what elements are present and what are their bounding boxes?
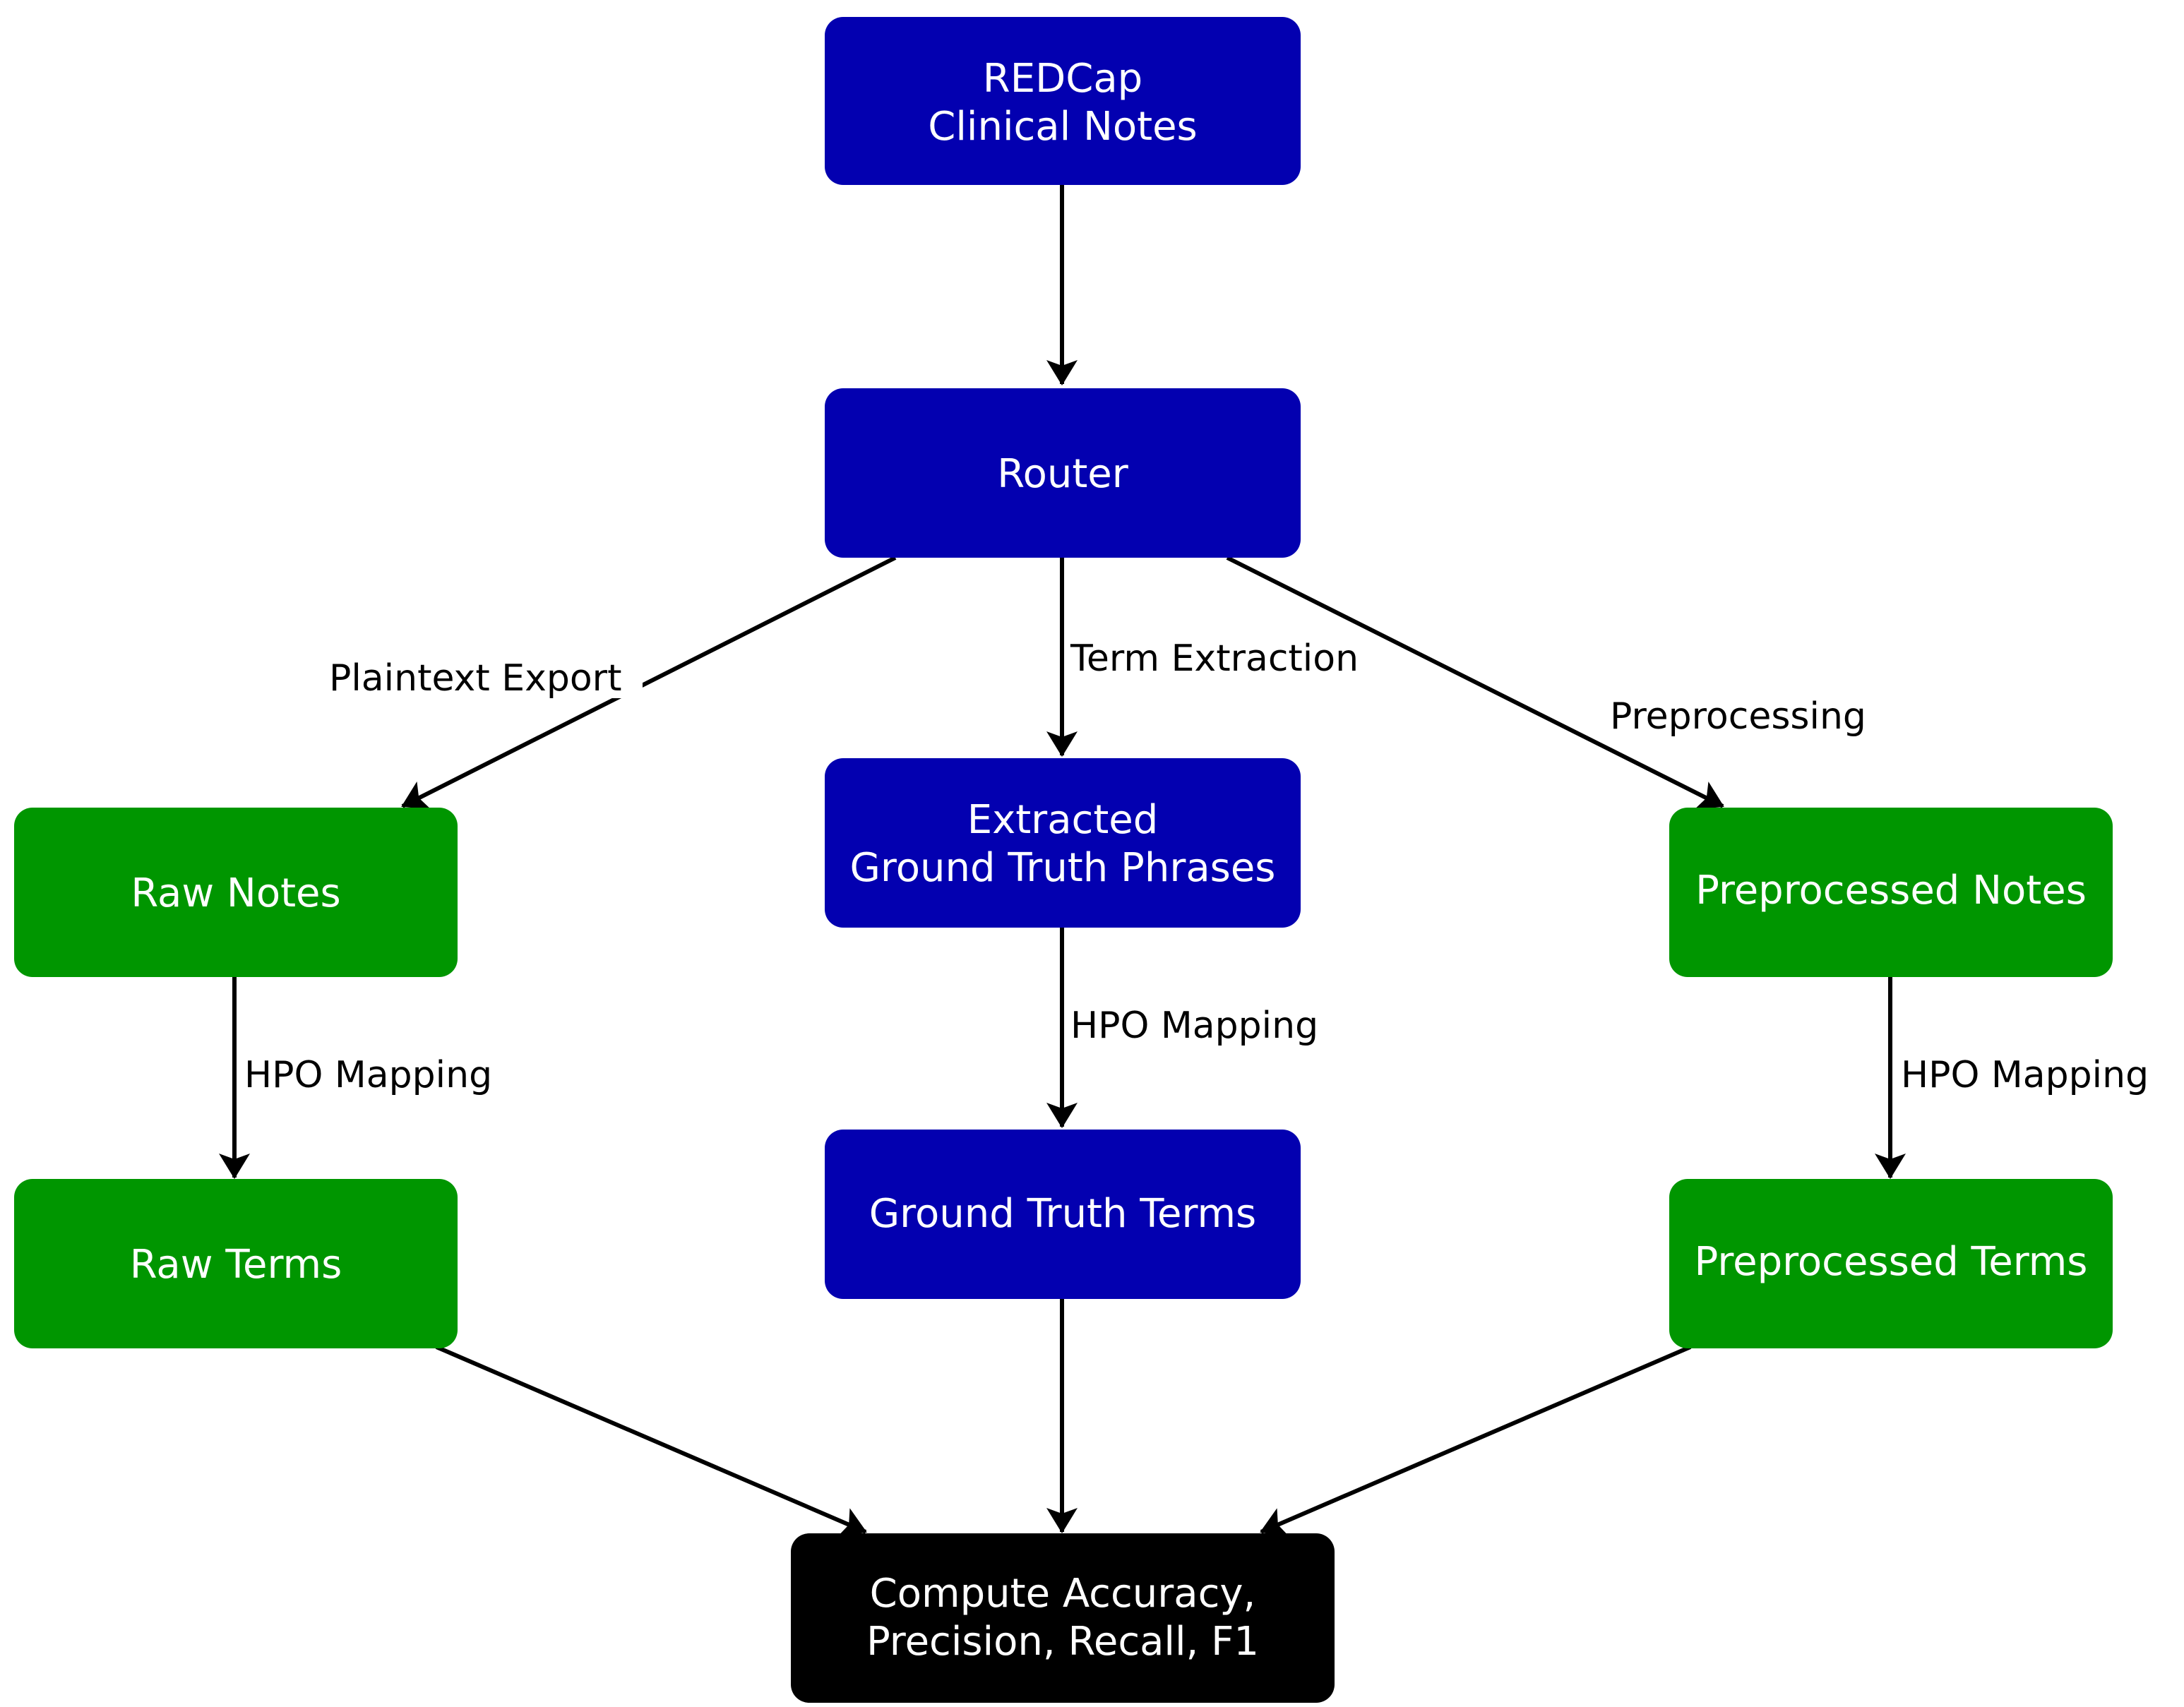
node-extracted-phrases: Extracted Ground Truth Phrases: [825, 758, 1301, 928]
node-ground-truth-terms: Ground Truth Terms: [825, 1130, 1301, 1299]
node-ground-truth-terms-label: Ground Truth Terms: [869, 1191, 1256, 1237]
edge-labels: Plaintext Export Term Extraction Preproc…: [244, 637, 2149, 1096]
edge-label-term-extraction: Term Extraction: [1070, 637, 1359, 680]
edge-router-to-preprocessed-notes: [1226, 556, 1724, 810]
node-redcap: REDCap Clinical Notes: [825, 17, 1301, 185]
edge-label-plaintext-export: Plaintext Export: [329, 657, 621, 700]
node-redcap-line1: REDCap: [983, 56, 1142, 102]
edge-label-hpo-mapping-preprocessed: HPO Mapping: [1901, 1054, 2149, 1096]
node-preprocessed-notes: Preprocessed Notes: [1669, 808, 2113, 977]
node-compute-line2: Precision, Recall, F1: [866, 1619, 1259, 1665]
node-preprocessed-notes-label: Preprocessed Notes: [1695, 868, 2087, 914]
node-preprocessed-terms-label: Preprocessed Terms: [1695, 1239, 2088, 1285]
node-router-label: Router: [997, 451, 1129, 497]
edge-router-to-raw-notes: [401, 556, 897, 810]
node-preprocessed-terms: Preprocessed Terms: [1669, 1179, 2113, 1348]
node-raw-notes-label: Raw Notes: [131, 870, 340, 916]
edge-label-hpo-mapping-raw: HPO Mapping: [244, 1054, 492, 1096]
edges: [219, 185, 1906, 1537]
node-extracted-line1: Extracted: [967, 797, 1159, 843]
node-compute-line1: Compute Accuracy,: [870, 1571, 1256, 1617]
label-backing: [326, 653, 643, 698]
node-raw-notes: Raw Notes: [14, 808, 458, 977]
edge-label-hpo-mapping-ground-truth: HPO Mapping: [1070, 1005, 1318, 1047]
node-compute-metrics: Compute Accuracy, Precision, Recall, F1: [791, 1533, 1335, 1703]
edge-label-preprocessing: Preprocessing: [1610, 695, 1866, 738]
node-router: Router: [825, 388, 1301, 558]
edge-raw-terms-to-compute: [435, 1345, 867, 1537]
node-raw-terms-label: Raw Terms: [130, 1242, 342, 1288]
node-raw-terms: Raw Terms: [14, 1179, 458, 1348]
node-redcap-line2: Clinical Notes: [928, 104, 1197, 150]
node-extracted-line2: Ground Truth Phrases: [850, 845, 1276, 891]
edge-preprocessed-terms-to-compute: [1260, 1345, 1692, 1537]
